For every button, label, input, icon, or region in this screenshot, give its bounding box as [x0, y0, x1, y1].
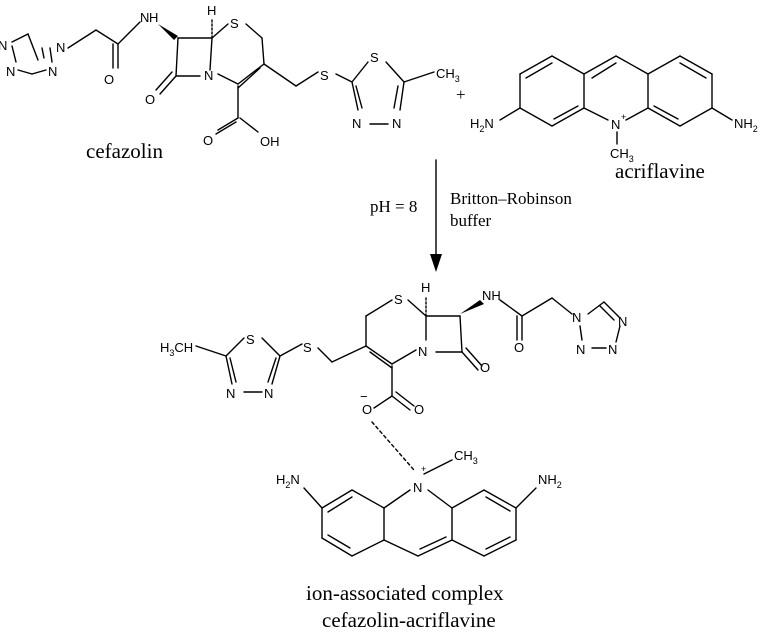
cefazolin-atom-labels: N N N N O N H H S N O O OH S S N N CH3 [0, 3, 460, 149]
atom-label: OH [260, 134, 280, 149]
atom-label: CH3 [436, 66, 460, 84]
atom-label: N [204, 68, 213, 83]
reaction-arrow [430, 159, 442, 272]
atom-label: H3CH [160, 340, 193, 358]
atom-label: O [203, 133, 213, 148]
atom-label: O [145, 92, 155, 107]
atom-label: NH [482, 288, 501, 303]
atom-label: H2N [276, 472, 300, 490]
atom-label: N [0, 38, 7, 53]
ph-condition: pH = 8 [370, 197, 417, 216]
atom-label: S [246, 332, 255, 347]
acriflavine-label: acriflavine [615, 159, 705, 183]
cefazolin-label: cefazolin [86, 139, 163, 163]
cefazolin-structure [11, 17, 435, 135]
atom-label: S [230, 16, 239, 31]
product-label-line2: cefazolin-acriflavine [322, 608, 496, 632]
atom-label: N [48, 64, 57, 79]
atom-label: N [608, 342, 617, 357]
atom-label: NH2 [734, 116, 758, 134]
atom-label: N [413, 480, 422, 495]
atom-label: N [611, 117, 620, 132]
atom-label: CH3 [610, 146, 634, 164]
product-cefazolin-labels: H3CH S N N S S H N O NH O N N N N O O − [160, 280, 627, 417]
buffer-line1: Britton–Robinson [450, 189, 572, 208]
atom-label: S [394, 292, 403, 307]
atom-label: S [320, 68, 329, 83]
atom-label: H [421, 280, 430, 295]
atom-label: O [480, 360, 490, 375]
atom-label: N [56, 40, 65, 55]
charge-minus: − [360, 389, 368, 404]
atom-label: N [392, 116, 401, 131]
plus-sign: + [456, 85, 466, 104]
atom-label: O [362, 402, 372, 417]
product-acriflavine-labels: H2N N + CH3 NH2 [276, 448, 562, 495]
product-label-line1: ion-associated complex [306, 581, 504, 605]
atom-label: N [352, 116, 361, 131]
atom-label: H [207, 3, 216, 18]
atom-label: S [303, 340, 312, 355]
atom-label: O [514, 340, 524, 355]
acriflavine-structure [499, 55, 733, 145]
atom-label: NH2 [538, 472, 562, 490]
buffer-line2: buffer [450, 211, 492, 230]
acriflavine-atom-labels: H2N N + CH3 NH2 [470, 112, 758, 164]
atom-label: CH3 [454, 448, 478, 466]
atom-label: N [618, 314, 627, 329]
atom-label: N [576, 342, 585, 357]
product-cefazolin-structure [195, 295, 621, 471]
atom-label: N [6, 64, 15, 79]
atom-label: O [414, 402, 424, 417]
atom-label: H [149, 10, 158, 25]
atom-label: H2N [470, 116, 494, 134]
charge-plus: + [621, 112, 626, 122]
charge-plus: + [421, 464, 426, 474]
atom-label: O [104, 72, 114, 87]
atom-label: N [226, 386, 235, 401]
atom-label: S [370, 50, 379, 65]
atom-label: N [264, 386, 273, 401]
atom-label: N [572, 310, 581, 325]
product-acriflavine-structure [303, 459, 537, 557]
atom-label: N [140, 10, 149, 25]
atom-label: N [418, 344, 427, 359]
